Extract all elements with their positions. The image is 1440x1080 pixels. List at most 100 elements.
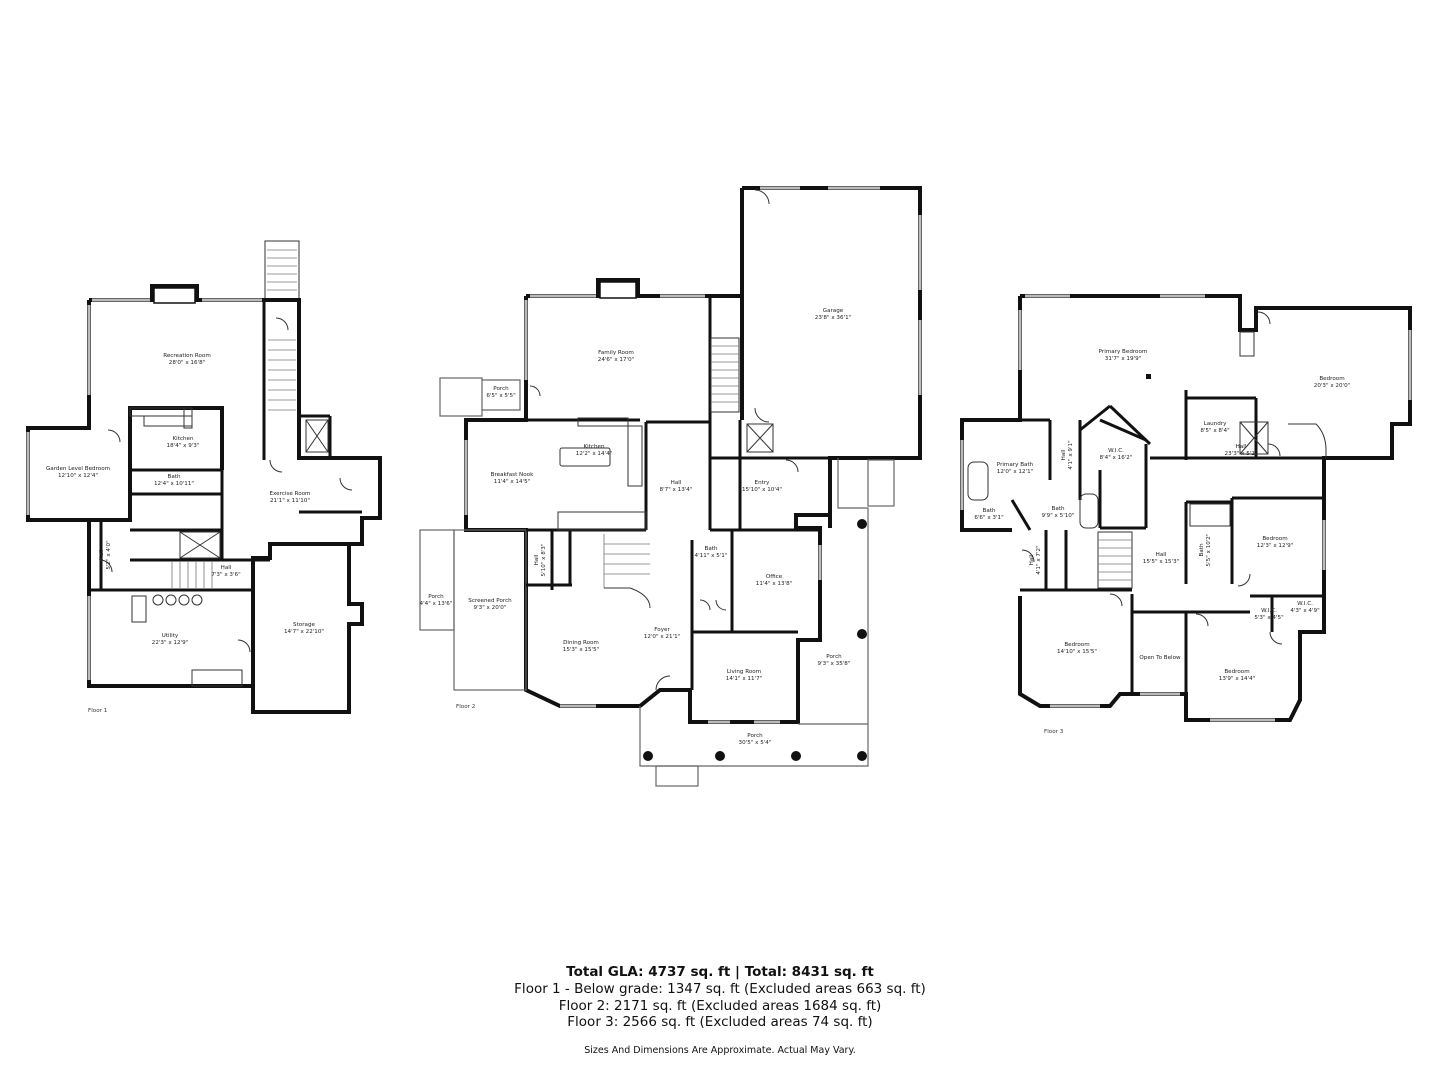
- floor-1-elevator-shaft: [179, 531, 221, 559]
- room-dims: 8'4" x 16'2": [1100, 455, 1133, 461]
- room-name: Bath: [1199, 543, 1205, 556]
- floor-3-doors: [1021, 311, 1283, 645]
- total-area-summary: Total GLA: 4737 sq. ft | Total: 8431 sq.…: [566, 964, 874, 980]
- floor-1-fireplace: [153, 287, 196, 304]
- room-name: Bath: [167, 474, 180, 480]
- floor-label: Floor 3: [1044, 729, 1064, 735]
- floor-3-elevator: [1239, 421, 1269, 455]
- room-dims: 14'7" x 22'10": [284, 629, 324, 635]
- room-dims: 15'5" x 15'3": [1143, 559, 1180, 565]
- room-name: Bedroom: [1224, 669, 1249, 675]
- bathtub: [967, 461, 989, 501]
- room-name: Primary Bath: [997, 462, 1034, 468]
- room-name: Bedroom: [1064, 642, 1089, 648]
- room-name: Hall: [1061, 449, 1067, 460]
- room-name: Garden Level Bedroom: [46, 466, 110, 472]
- room-name: Primary Bedroom: [1099, 349, 1148, 355]
- room-dims: 8'7" x 13'4": [660, 487, 693, 493]
- room-dims: 4'11" x 5'1": [695, 553, 728, 559]
- room-dims: 5'10" x 8'3": [541, 543, 547, 576]
- floor-1-shower: [305, 419, 329, 453]
- room-dims: 15'3" x 15'5": [563, 647, 600, 653]
- room-dims: 6'5" x 5'5": [486, 393, 516, 399]
- shower: [1189, 503, 1231, 527]
- floor-2-fireplace: [599, 281, 637, 299]
- disclaimer: Sizes And Dimensions Are Approximate. Ac…: [584, 1045, 856, 1056]
- room-name: Kitchen: [583, 444, 604, 450]
- room-name: Hall: [1236, 444, 1247, 450]
- room-dims: 20'3" x 20'0": [1314, 383, 1351, 389]
- room-dims: 12'10" x 12'4": [58, 473, 98, 479]
- room-name: Kitchen: [172, 436, 193, 442]
- room-dims: 13'9" x 14'4": [1219, 676, 1256, 682]
- room-dims: 6'6" x 3'1": [974, 515, 1004, 521]
- room-dims: 8'5" x 8'4": [1200, 428, 1230, 434]
- floor-label: Floor 2: [456, 704, 475, 710]
- room-dims: 30'5" x 5'4": [739, 740, 772, 746]
- room-name: Porch: [493, 386, 509, 392]
- curved-stair-rail: [604, 587, 651, 609]
- room-name: Porch: [428, 594, 444, 600]
- room-name: Exercise Room: [270, 491, 311, 497]
- room-dims: 5'3" x 4'5": [1254, 615, 1284, 621]
- room-dims: 4'1" x 7'2": [1036, 545, 1042, 575]
- room-dims: 12'4" x 10'11": [154, 481, 194, 487]
- room-dims: 12'3" x 12'9": [1257, 543, 1294, 549]
- room-dims: 4'4" x 13'6": [420, 601, 453, 607]
- room-dims: 24'6" x 17'0": [598, 357, 635, 363]
- room-name: Porch: [826, 654, 842, 660]
- room-dims: 23'3" x 5'2": [1225, 451, 1258, 457]
- floor-2-elevator: [746, 423, 774, 453]
- floor-1-interior-walls: [89, 300, 362, 592]
- floor-1-area: Floor 1 - Below grade: 1347 sq. ft (Excl…: [514, 981, 926, 997]
- room-name: W.I.C.: [1297, 601, 1313, 607]
- floor-2-area: Floor 2: 2171 sq. ft (Excluded areas 168…: [558, 998, 882, 1014]
- room-name: Laundry: [1204, 421, 1227, 427]
- floor-1-outer-wall: [26, 284, 382, 714]
- room-name: Hall: [99, 549, 105, 560]
- floor-2-windows: [464, 186, 922, 724]
- room-dims: 12'2" x 14'4": [576, 451, 613, 457]
- room-name: Bath: [982, 508, 995, 514]
- room-name: Office: [766, 574, 783, 580]
- room-name: Bath: [1051, 506, 1064, 512]
- room-dims: 31'7" x 19'9": [1105, 356, 1142, 362]
- room-name: Hall: [1156, 552, 1167, 558]
- room-dims: 11'4" x 13'8": [756, 581, 793, 587]
- room-dims: 22'3" x 12'9": [152, 640, 189, 646]
- floor-3-interior-walls: [1010, 390, 1324, 694]
- room-name: Hall: [221, 565, 232, 571]
- room-name: Bath: [704, 546, 717, 552]
- room-name: Storage: [293, 622, 315, 628]
- room-name: Screened Porch: [468, 598, 512, 604]
- room-dims: 14'1" x 11'7": [726, 676, 763, 682]
- room-dims: 14'10" x 15'5": [1057, 649, 1097, 655]
- room-name: Breakfast Nook: [491, 472, 534, 478]
- floor-1-stair-treads: [267, 249, 297, 411]
- floor-2-outer-wall: [464, 278, 830, 724]
- room-name: W.I.C.: [1261, 608, 1277, 614]
- room-name: Foyer: [654, 627, 670, 633]
- room-name: W.I.C.: [1108, 448, 1124, 454]
- room-name: Utility: [162, 633, 179, 639]
- room-name: Open To Below: [1139, 655, 1181, 661]
- floor-2-interior-walls: [526, 296, 830, 690]
- floor-3-plan: Primary Bedroom 31'7" x 19'9" Bedroom 20…: [960, 294, 1412, 735]
- floor-1-windows: [26, 298, 262, 680]
- floor-3-outer-wall: [960, 294, 1412, 722]
- room-name: Porch: [747, 733, 763, 739]
- room-dims: 5'5" x 10'2": [1206, 533, 1212, 566]
- room-name: Garage: [823, 308, 844, 314]
- room-dims: 21'1" x 11'10": [270, 498, 310, 504]
- room-dims: 4'3" x 4'9": [1290, 608, 1320, 614]
- floor-1-doors: [99, 317, 353, 653]
- floor-3-area: Floor 3: 2566 sq. ft (Excluded areas 74 …: [567, 1014, 873, 1030]
- floor-2-plan: Garage 23'8" x 36'1" Family Room 24'6" x…: [419, 186, 922, 787]
- room-name: Hall: [534, 554, 540, 565]
- floor-3-stair: [1097, 531, 1133, 589]
- room-name: Hall: [1029, 554, 1035, 565]
- wrap-porch-outline: [639, 458, 869, 767]
- room-name: Family Room: [598, 350, 634, 356]
- room-name: Bedroom: [1262, 536, 1287, 542]
